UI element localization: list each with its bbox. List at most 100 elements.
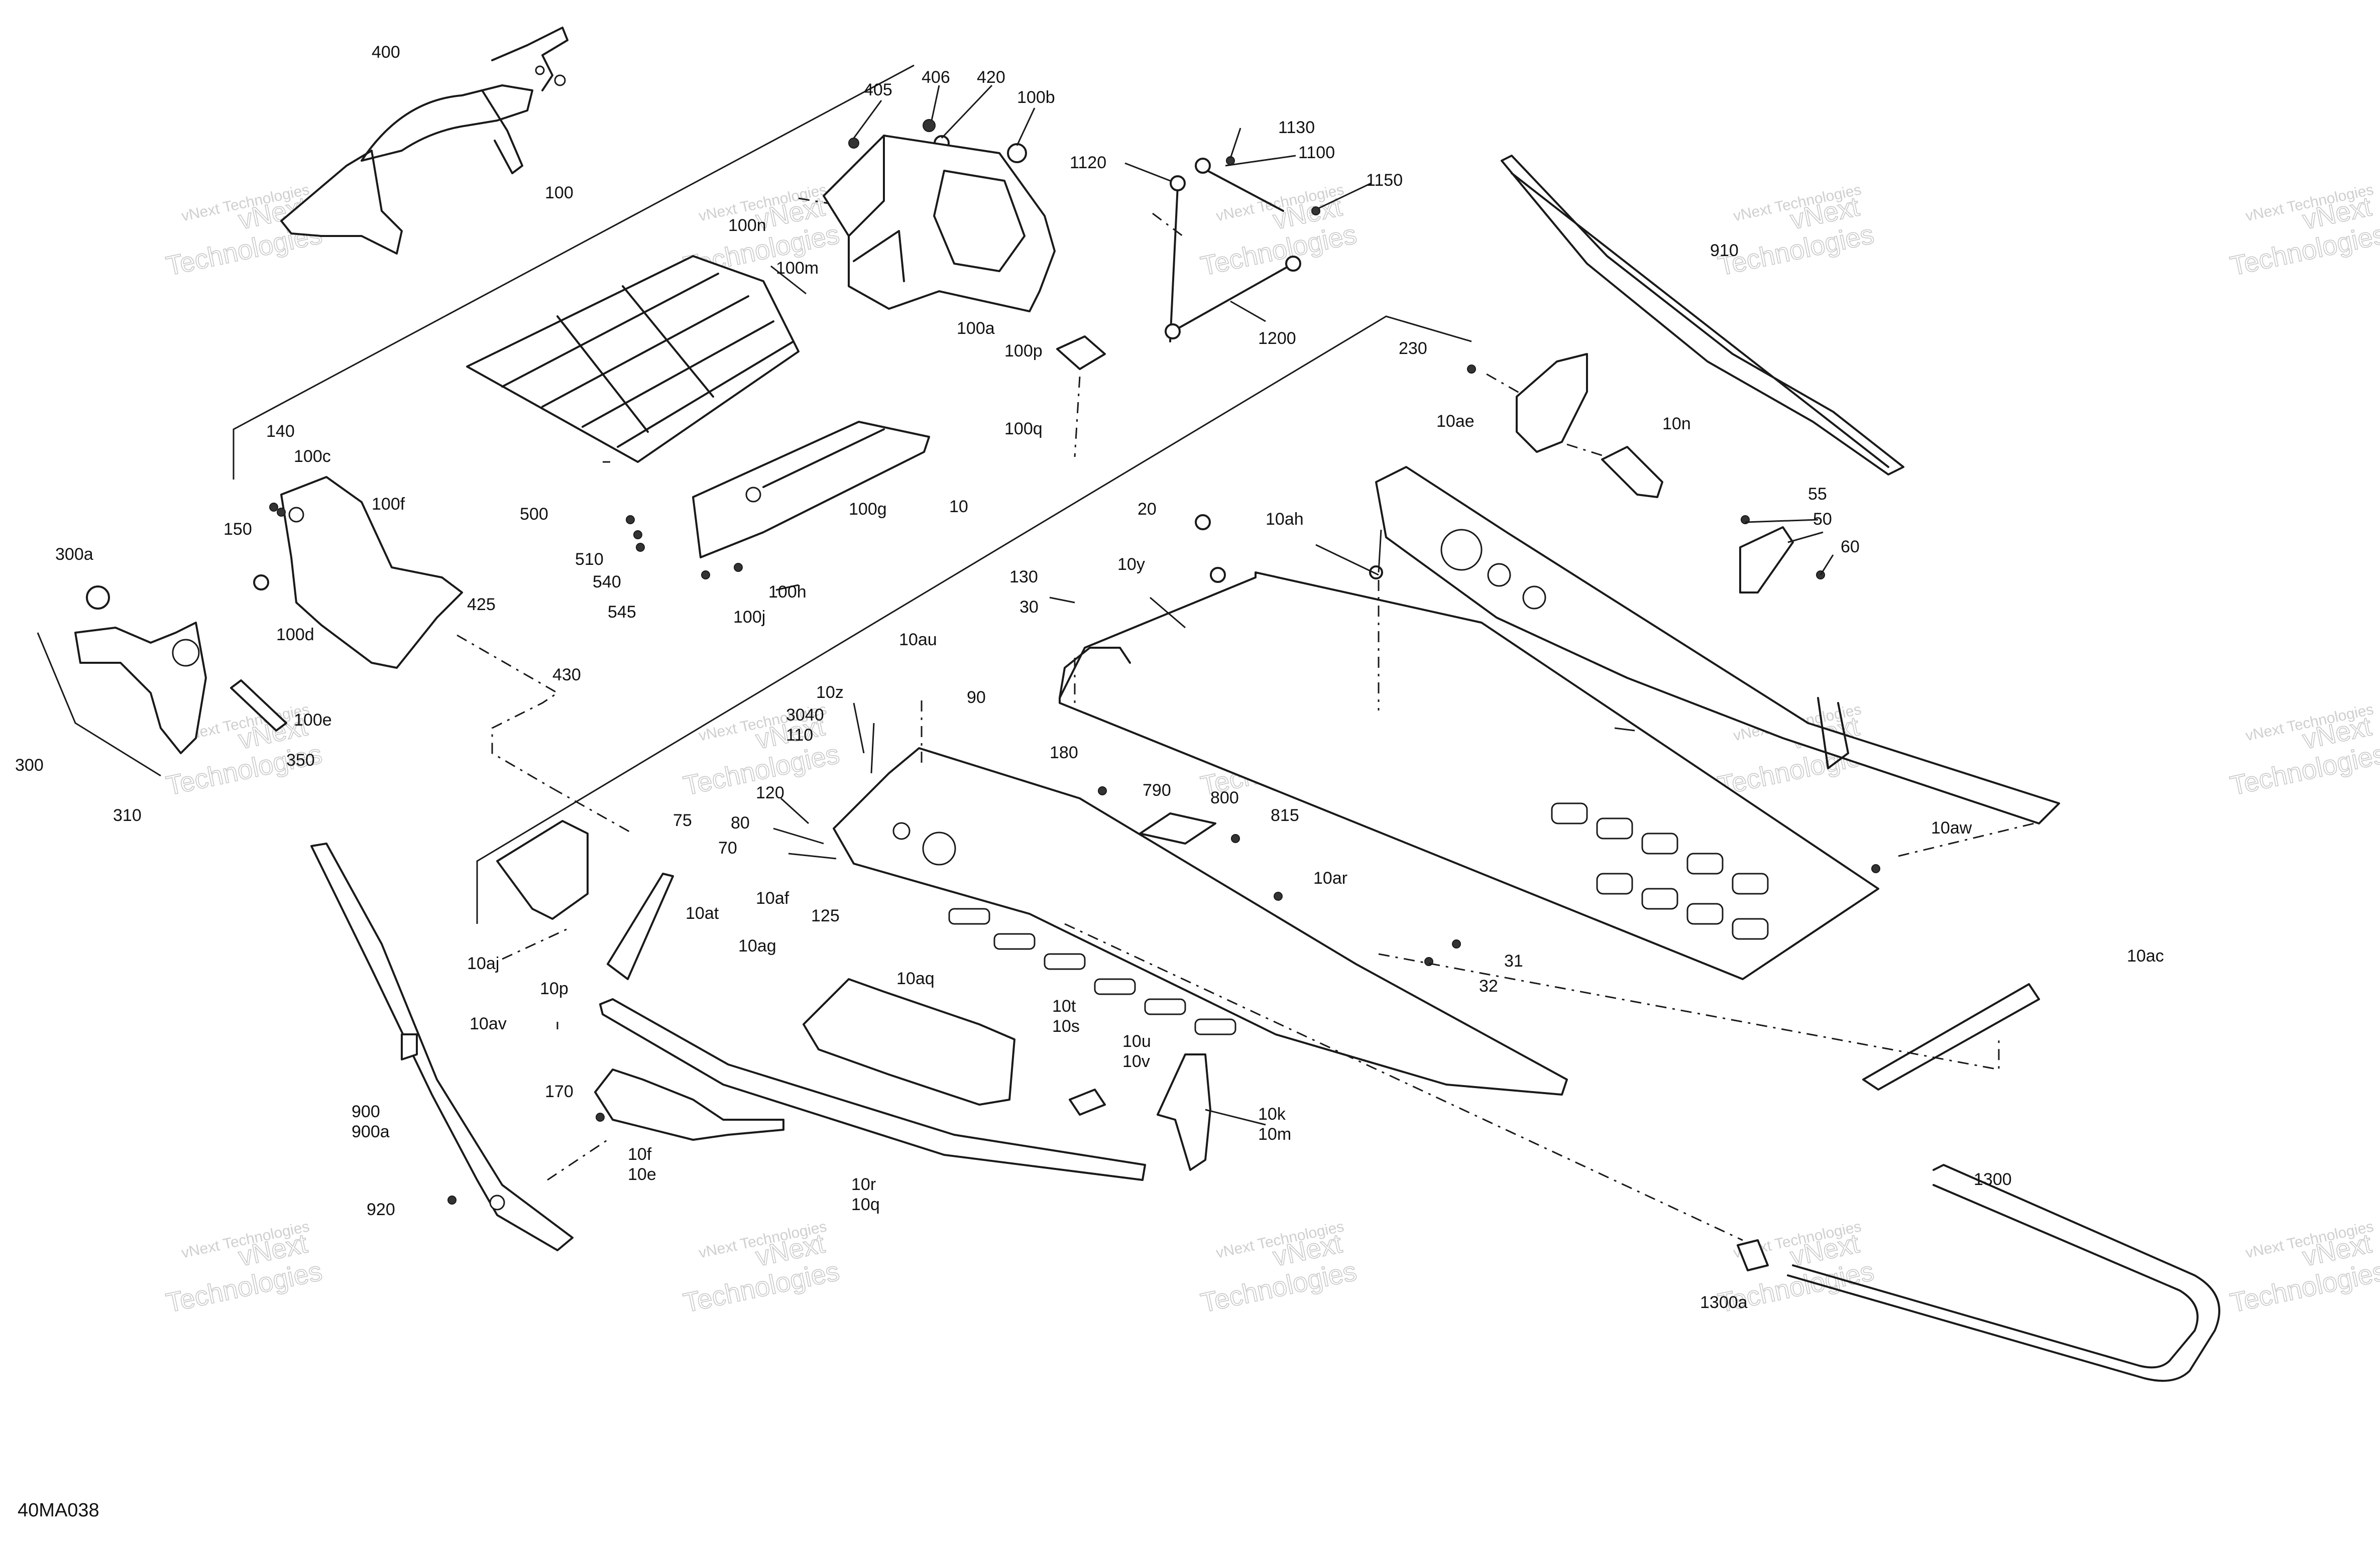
dash-100q <box>1074 376 1081 457</box>
watermark-13: vNext Technologies vNext Technologies <box>1198 1218 1359 1319</box>
callout-300: 300 <box>15 756 44 775</box>
callout-1200: 1200 <box>1258 329 1296 348</box>
callout-140: 140 <box>266 422 295 441</box>
fasteners-10ar <box>1274 892 1461 966</box>
callout-10aq: 10aq <box>896 969 935 988</box>
part-10u-clip <box>1069 1089 1106 1116</box>
watermark-11: vNext Technologies vNext Technologies <box>163 1218 325 1319</box>
callout-labels: 400 405 406 420 100b 1130 1100 1120 1150… <box>15 43 2164 1312</box>
watermark-3: vNext Technologies vNext Technologies <box>1198 181 1359 282</box>
watermark-line2: Technologies <box>2228 219 2380 281</box>
callout-430: 430 <box>552 665 581 684</box>
bracket-300 <box>37 632 161 777</box>
callout-1130: 1130 <box>1278 118 1315 137</box>
callout-10n: 10n <box>1662 414 1691 433</box>
watermark-5: vNext Technologies vNext Technologies <box>2227 181 2380 282</box>
callout-1100: 1100 <box>1298 143 1335 162</box>
callout-910: 910 <box>1710 241 1739 260</box>
part-10t-skid <box>803 978 1015 1106</box>
part-10-right-side <box>1375 466 2060 824</box>
part-10n-plate <box>1601 446 1663 498</box>
left-side-cutouts <box>948 908 1236 1035</box>
callout-10s: 10s <box>1052 1017 1080 1036</box>
callout-510: 510 <box>575 550 604 569</box>
callout-10ar: 10ar <box>1313 869 1347 888</box>
part-1100-strut <box>1169 156 1320 342</box>
part-10aj-bracket <box>496 820 674 980</box>
callout-10f: 10f <box>628 1145 652 1164</box>
callout-180: 180 <box>1050 743 1078 762</box>
part-10ae-bracket <box>1467 353 1588 453</box>
dash-10ac <box>1378 953 2000 1071</box>
callout-100c: 100c <box>294 447 331 466</box>
watermark-4: vNext Technologies vNext Technologies <box>1715 181 1877 282</box>
part-1200-rod <box>1165 256 1301 339</box>
part-500-panel <box>466 255 800 463</box>
callout-100f: 100f <box>372 495 405 514</box>
dash-10p <box>502 928 568 960</box>
callout-1300: 1300 <box>1974 1170 2012 1189</box>
callout-310: 310 <box>113 806 142 825</box>
part-100p-cap <box>1056 335 1106 370</box>
part-50-plate <box>1739 515 1825 594</box>
callout-10: 10 <box>949 497 968 516</box>
callout-10au: 10au <box>899 630 937 649</box>
callout-10e: 10e <box>628 1165 656 1184</box>
dashed-leaders <box>457 197 2034 1241</box>
dash-100c <box>457 634 559 789</box>
callout-800: 800 <box>1210 788 1239 807</box>
tunnel-cutouts <box>1551 802 1769 940</box>
part-10k-bracket <box>1157 1053 1211 1171</box>
callout-545: 545 <box>608 603 636 622</box>
callout-110: 110 <box>786 726 813 745</box>
callout-10ac: 10ac <box>2127 946 2164 966</box>
watermark-12: vNext Technologies vNext Technologies <box>681 1218 842 1319</box>
callout-1300a: 1300a <box>1700 1293 1748 1312</box>
callout-10aj: 10aj <box>467 954 499 973</box>
callout-420: 420 <box>977 68 1005 87</box>
watermark-10: vNext Technologies vNext Technologies <box>2227 701 2380 801</box>
part-400-steering-support <box>280 27 569 255</box>
callout-100a: 100a <box>957 319 995 338</box>
callout-70: 70 <box>718 839 737 858</box>
callout-920: 920 <box>367 1200 395 1219</box>
callout-10av: 10av <box>470 1014 507 1033</box>
callout-10z: 10z <box>816 683 844 702</box>
callout-10m: 10m <box>1258 1125 1291 1144</box>
callout-790: 790 <box>1143 781 1171 800</box>
dash-1300a <box>1064 923 1743 1241</box>
callout-500: 500 <box>520 505 548 524</box>
fasteners-top-center <box>848 119 1027 163</box>
callout-60: 60 <box>1841 537 1860 556</box>
callout-405: 405 <box>864 80 892 99</box>
callout-50: 50 <box>1813 510 1832 529</box>
callout-900: 900 <box>352 1102 380 1121</box>
dash-100n <box>798 197 829 204</box>
dash-230 <box>1486 373 1522 395</box>
callout-10ae: 10ae <box>1436 412 1475 431</box>
callout-425: 425 <box>467 595 496 614</box>
callout-10ag: 10ag <box>738 936 776 956</box>
watermark-15: vNext Technologies vNext Technologies <box>2227 1218 2380 1319</box>
part-910-rail <box>1501 155 1904 476</box>
dash-10f <box>547 1139 608 1181</box>
dash-10n <box>1566 443 1608 458</box>
callout-10v: 10v <box>1122 1052 1150 1071</box>
part-10ac-support <box>1862 864 2040 1091</box>
callout-406: 406 <box>922 68 950 87</box>
callout-100p: 100p <box>1004 341 1043 361</box>
part-10-left-side <box>833 747 1568 1096</box>
callout-130: 130 <box>1009 567 1038 586</box>
callout-230: 230 <box>1399 339 1427 358</box>
bracket-100 <box>233 64 915 480</box>
callout-100h: 100h <box>768 582 807 602</box>
callout-300a: 300a <box>55 545 93 564</box>
dash-10aw <box>1898 822 2034 857</box>
part-10y-tunnel <box>1059 514 1879 980</box>
part-100c-support <box>253 476 463 669</box>
callout-100j: 100j <box>733 608 765 627</box>
callout-80: 80 <box>731 813 750 833</box>
fasteners-500 <box>626 515 645 552</box>
callout-100e: 100e <box>294 710 332 730</box>
